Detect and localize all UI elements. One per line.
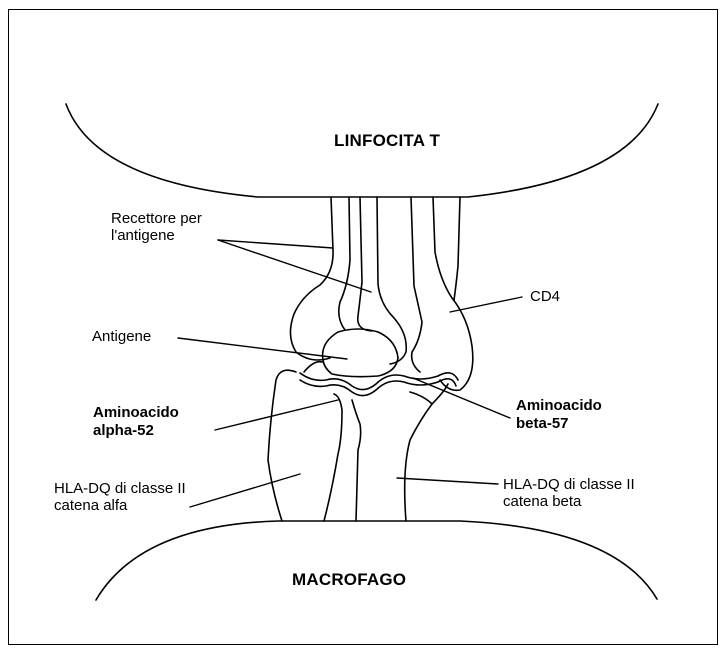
leader-hla-alpha bbox=[190, 474, 300, 507]
t-cell-membrane bbox=[66, 104, 658, 197]
cell-label-macrophage: MACROFAGO bbox=[292, 571, 406, 588]
cell-label-t-lymphocyte: LINFOCITA T bbox=[334, 132, 440, 149]
label-antigen: Antigene bbox=[92, 328, 151, 345]
leader-aa-beta bbox=[413, 378, 510, 418]
label-hla-beta-line1: HLA-DQ di classe II bbox=[503, 476, 635, 493]
label-cd4: CD4 bbox=[530, 288, 560, 305]
label-aa-alpha-line1: Aminoacido bbox=[93, 404, 179, 421]
leader-receptor-1 bbox=[218, 240, 333, 248]
tcr-chain-right bbox=[358, 197, 372, 331]
label-aa-beta-line2: beta-57 bbox=[516, 415, 569, 432]
cd4-molecule bbox=[411, 197, 422, 372]
label-hla-alpha-line2: catena alfa bbox=[54, 497, 127, 514]
leader-hla-beta bbox=[397, 478, 498, 484]
label-hla-alpha-line1: HLA-DQ di classe II bbox=[54, 480, 186, 497]
leader-antigen bbox=[178, 338, 347, 359]
leader-receptor-2 bbox=[218, 240, 371, 292]
label-receptor-line1: Recettore per bbox=[111, 210, 202, 227]
hla-beta-chain bbox=[352, 400, 361, 521]
leader-cd4 bbox=[450, 297, 522, 312]
hla-alpha-chain bbox=[268, 370, 296, 521]
label-hla-beta-line2: catena beta bbox=[503, 493, 581, 510]
tcr-chain-left bbox=[290, 197, 333, 360]
leader-aa-alpha bbox=[215, 400, 338, 430]
label-aa-beta-line1: Aminoacido bbox=[516, 397, 602, 414]
antigen-peptide bbox=[323, 329, 398, 377]
label-receptor-line2: l'antigene bbox=[111, 227, 175, 244]
label-aa-alpha-line2: alpha-52 bbox=[93, 422, 154, 439]
